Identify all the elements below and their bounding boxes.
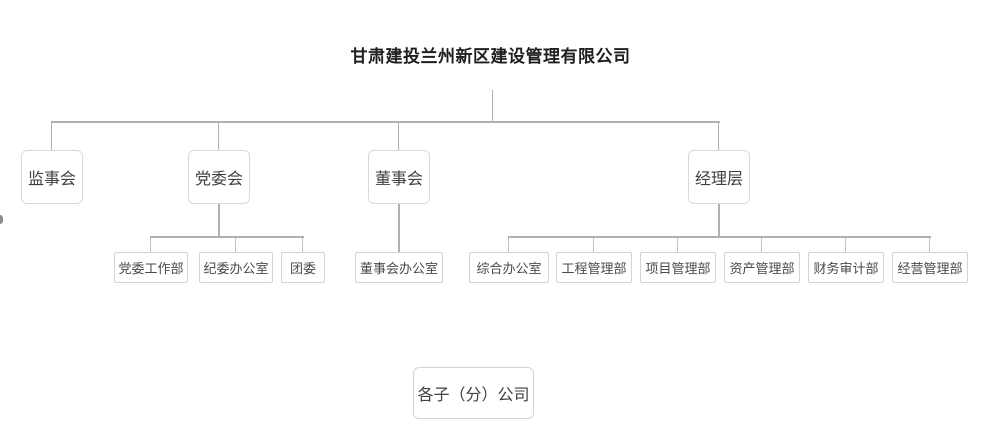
connector-root-stub: [492, 90, 493, 122]
node-party-committee: 党委会: [188, 150, 250, 204]
connector-drop-management: [718, 123, 719, 151]
connector-drop-board: [398, 123, 399, 151]
connector-party-drop-2: [235, 238, 236, 253]
node-board-of-directors: 董事会: [368, 150, 430, 204]
node-asset-dept: 资产管理部: [724, 252, 800, 283]
connector-board-stem: [398, 204, 400, 253]
node-supervisory-board: 监事会: [21, 150, 83, 204]
connector-party-stem: [218, 204, 220, 237]
node-finance-audit-dept: 财务审计部: [808, 252, 884, 283]
company-title: 甘肃建投兰州新区建设管理有限公司: [350, 47, 631, 66]
edge-artifact: [0, 215, 3, 224]
connector-management-drop-3: [677, 238, 678, 253]
connector-party-drop-3: [302, 238, 303, 253]
node-general-office: 综合办公室: [469, 252, 549, 283]
connector-drop-party: [218, 123, 219, 151]
node-board-office: 董事会办公室: [355, 252, 443, 283]
connector-management-stem: [718, 204, 720, 237]
node-party-work-dept: 党委工作部: [114, 252, 188, 283]
connector-management-drop-5: [845, 238, 846, 253]
node-subsidiaries: 各子（分）公司: [413, 367, 534, 419]
connector-trunk: [51, 121, 720, 123]
node-operations-dept: 经营管理部: [892, 252, 968, 283]
node-discipline-office: 纪委办公室: [199, 252, 273, 283]
connector-management-drop-6: [929, 238, 930, 253]
connector-management-drop-2: [593, 238, 594, 253]
node-youth-league: 团委: [281, 252, 325, 283]
connector-drop-supervisory: [51, 123, 52, 151]
node-project-dept: 项目管理部: [640, 252, 716, 283]
node-management-team: 经理层: [688, 150, 750, 204]
node-engineering-dept: 工程管理部: [556, 252, 632, 283]
connector-management-branch: [508, 236, 931, 238]
connector-party-drop-1: [150, 238, 151, 253]
connector-party-branch: [150, 236, 304, 238]
connector-management-drop-4: [761, 238, 762, 253]
connector-management-drop-1: [508, 238, 509, 253]
